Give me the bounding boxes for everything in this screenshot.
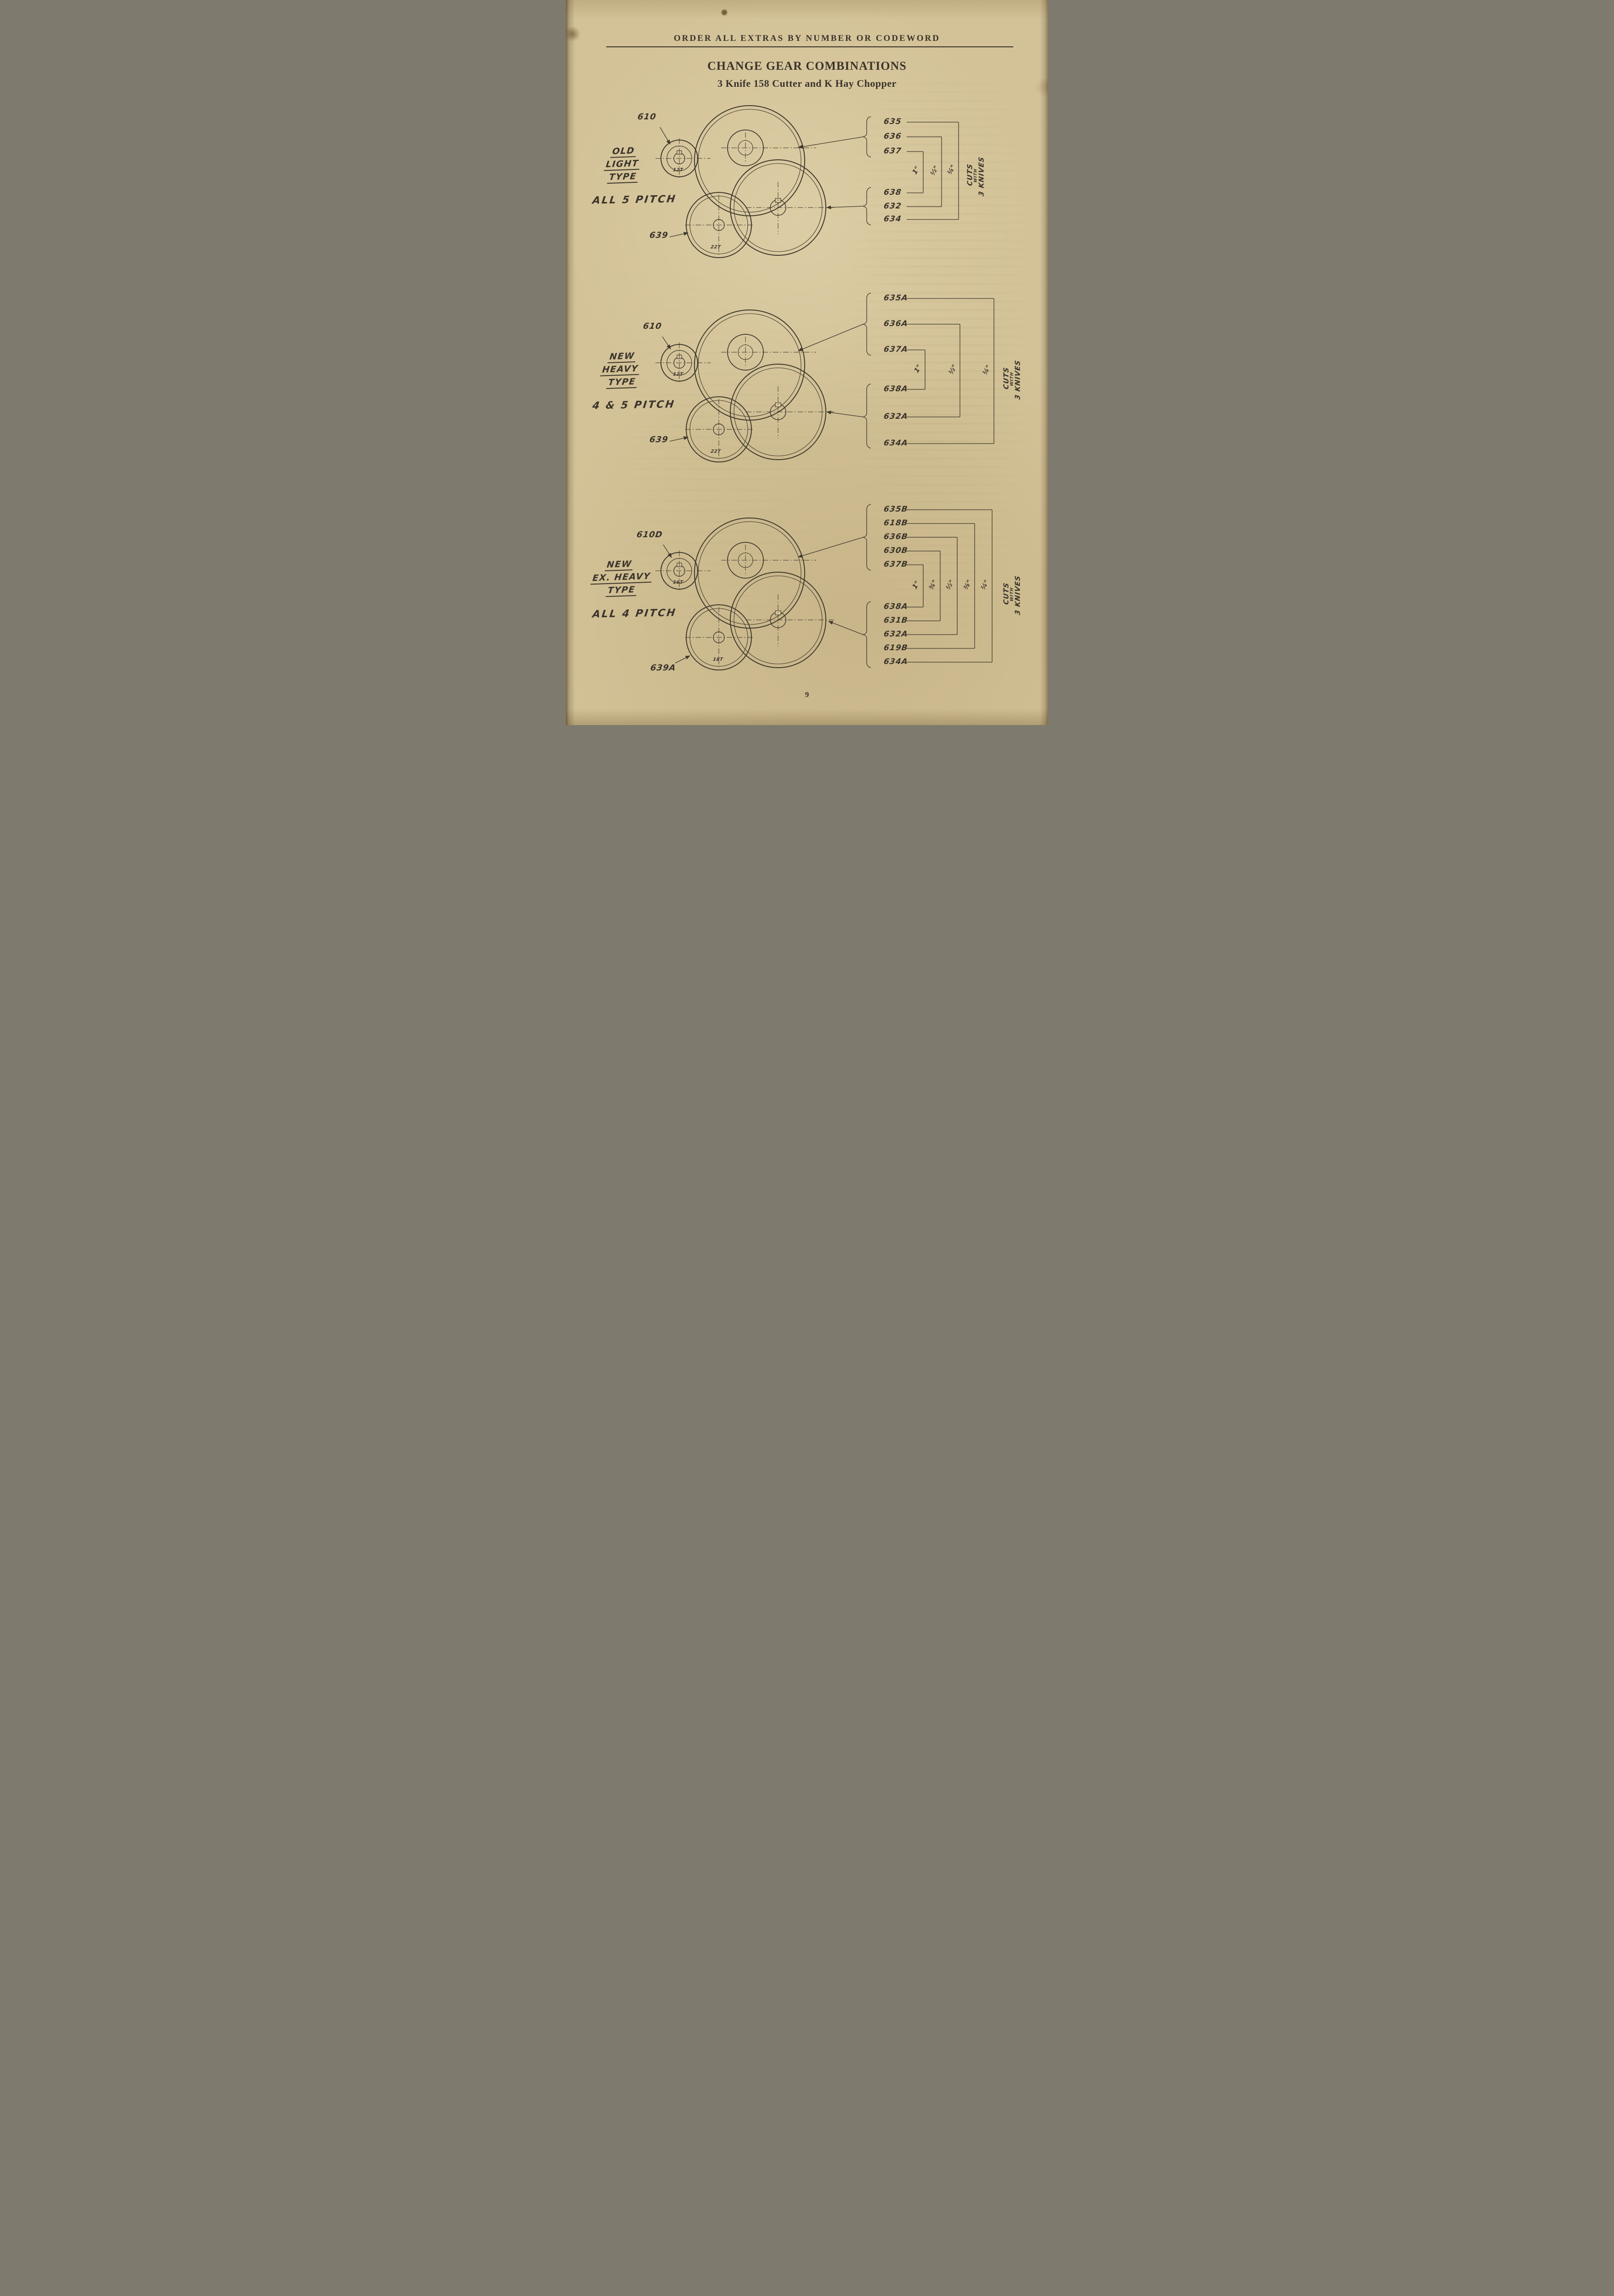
cuts-note-line: CUTS (1002, 582, 1010, 605)
type-name-line: EX. HEAVY (590, 571, 653, 585)
page-subtitle: 3 Knife 158 Cutter and K Hay Chopper (717, 78, 897, 89)
drive-gear-teeth: 16T (672, 580, 684, 585)
section-new-ex-heavy-type: NEW EX. HEAVY TYPE ALL 4 PITCH 610D 16T … (566, 0, 1048, 725)
drive-gear-label: 610D (636, 530, 664, 540)
pitch-label: ALL 4 PITCH (592, 607, 677, 620)
page-header-text: ORDER ALL EXTRAS BY NUMBER OR CODEWORD (674, 34, 940, 43)
part-number: 636B (883, 532, 909, 541)
section3-callout-lines (663, 504, 993, 668)
cut-size-label: ½" (944, 579, 956, 592)
page-title: CHANGE GEAR COMBINATIONS (707, 59, 907, 73)
header-rule (606, 46, 1013, 47)
cut-size-label: 1" (911, 580, 921, 591)
idler-gear-teeth: 18T (712, 657, 724, 662)
part-number: 632A (883, 630, 909, 639)
type-name-line: NEW (604, 559, 634, 571)
idler-gear-label: 639A (649, 663, 677, 673)
page-number: 9 (805, 690, 809, 699)
part-number: 630B (883, 546, 909, 555)
section1-callout-lines (660, 116, 959, 237)
cut-size-label: ⅜" (962, 579, 973, 592)
type-name-line: TYPE (605, 585, 637, 597)
part-number: 638A (883, 602, 909, 611)
part-number: 637B (883, 560, 909, 569)
gear-diagrams-line-art (655, 105, 994, 670)
part-number: 631B (883, 616, 909, 625)
cuts-with-knives-note: CUTS WITH 3 KNIVES (1002, 571, 1022, 618)
cut-size-label: ¼" (979, 579, 991, 592)
section2-callout-lines (662, 293, 994, 449)
part-number: 635B (883, 505, 909, 514)
part-number: 634A (883, 657, 909, 666)
catalog-page: ORDER ALL EXTRAS BY NUMBER OR CODEWORD C… (566, 0, 1048, 725)
cut-size-label: ¾" (927, 579, 939, 592)
part-number: 618B (883, 518, 909, 528)
cuts-note-line: 3 KNIVES (1013, 574, 1022, 616)
part-number: 619B (883, 643, 909, 653)
